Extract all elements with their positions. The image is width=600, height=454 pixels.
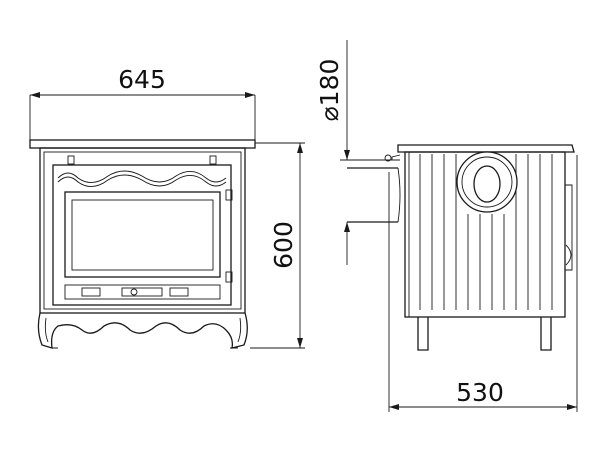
flue-diameter-label: ⌀180 <box>315 59 344 122</box>
top-flue-collar <box>456 151 518 213</box>
door-scroll-ornament <box>57 170 227 183</box>
door-hinge-bottom <box>225 271 233 283</box>
flue-diameter-dimension: ⌀180 <box>315 40 395 265</box>
width-dimension: 645 <box>29 65 256 140</box>
front-view: 645 <box>29 65 256 349</box>
door-glass <box>64 191 221 278</box>
side-leg-rear <box>417 317 429 351</box>
height-label: 600 <box>269 221 298 269</box>
air-vent-rail <box>64 284 221 300</box>
side-top-plate <box>397 144 575 153</box>
front-base-apron <box>37 312 248 349</box>
side-leg-front <box>540 317 552 351</box>
flue-pipe <box>347 167 398 223</box>
depth-dimension: 530 <box>388 155 578 412</box>
front-body <box>39 147 246 314</box>
width-label: 645 <box>118 65 166 94</box>
height-dimension: 600 <box>250 142 305 349</box>
door-frame <box>52 164 232 306</box>
door-hinge-top <box>225 189 233 201</box>
door-handle <box>565 184 573 271</box>
depth-label: 530 <box>456 378 504 407</box>
air-control-knob <box>121 287 163 297</box>
front-top-plate <box>29 139 256 149</box>
side-view: ⌀180 <box>315 40 575 351</box>
